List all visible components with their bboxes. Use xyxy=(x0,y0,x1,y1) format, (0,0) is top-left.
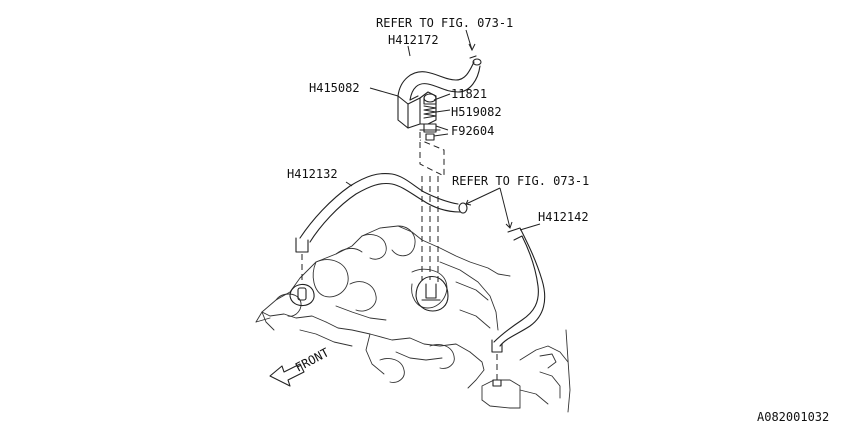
label-h415082: H415082 xyxy=(309,81,360,95)
bracket-h415082 xyxy=(397,91,437,129)
label-h519082: H519082 xyxy=(451,105,502,119)
label-front: FRONT xyxy=(293,345,331,374)
engine-outline xyxy=(255,225,571,413)
alignment-lines-center xyxy=(419,132,445,284)
clamp-f92604 xyxy=(419,123,441,141)
clip-11821 xyxy=(423,93,437,105)
label-h412142: H412142 xyxy=(538,210,589,224)
hose-h412172 xyxy=(397,55,482,101)
leader-lines xyxy=(345,29,541,231)
left-port xyxy=(289,283,315,307)
labels: REFER TO FIG. 073-1 H412172 H415082 1182… xyxy=(287,16,829,424)
center-port xyxy=(415,275,449,312)
hose-h412142 xyxy=(491,227,546,387)
label-f92604: F92604 xyxy=(451,124,494,138)
label-11821: 11821 xyxy=(451,87,487,101)
front-arrow xyxy=(269,363,305,387)
figure-id: A082001032 xyxy=(757,410,829,424)
label-refer-mid: REFER TO FIG. 073-1 xyxy=(452,174,589,188)
label-h412172: H412172 xyxy=(388,33,439,47)
spring-h519082 xyxy=(423,105,437,119)
hose-h412132 xyxy=(295,172,468,284)
label-refer-top: REFER TO FIG. 073-1 xyxy=(376,16,513,30)
label-h412132: H412132 xyxy=(287,167,338,181)
